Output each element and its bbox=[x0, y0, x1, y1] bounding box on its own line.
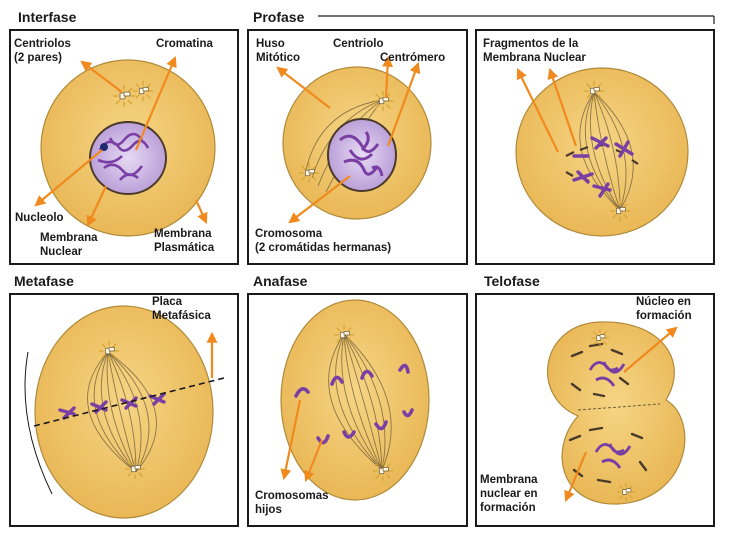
centriole-icon bbox=[298, 162, 320, 184]
cleavage-furrow bbox=[577, 403, 661, 411]
spindle-fibers bbox=[328, 333, 392, 471]
label-membrana-t: Membrana bbox=[480, 474, 538, 486]
centriole-icon bbox=[333, 324, 355, 346]
stage-title-telofase: Telofase bbox=[484, 273, 540, 289]
label-formacion: formación bbox=[480, 502, 536, 514]
panel-interfase: Centriolos (2 pares) Cromatina Nucleolo … bbox=[9, 29, 239, 265]
metaphase-plate-line bbox=[33, 377, 225, 427]
label-centromero: Centrómero bbox=[380, 52, 445, 64]
stage-title-interfase: Interfase bbox=[18, 9, 77, 25]
label-centriolos: Centriolos bbox=[14, 38, 71, 50]
label-cromosoma: Cromosoma bbox=[255, 228, 323, 240]
axis-bracket bbox=[24, 351, 53, 495]
cell-body bbox=[34, 305, 214, 519]
condensing-chromosomes bbox=[339, 131, 384, 177]
arrow-nucleo bbox=[623, 326, 678, 373]
label-nucleolo: Nucleolo bbox=[15, 212, 64, 224]
arrow-centriolos bbox=[80, 60, 123, 93]
stage-title-anafase: Anafase bbox=[253, 273, 308, 289]
panel-anafase: Cromosomas hijos bbox=[247, 293, 468, 527]
panel-telofase: Núcleo en formación Membrana nuclear en … bbox=[475, 293, 715, 527]
label-hijos: hijos bbox=[255, 504, 282, 516]
arrow-fragmentos bbox=[516, 68, 559, 153]
chromosomes bbox=[572, 136, 634, 198]
chromatin-threads bbox=[97, 132, 150, 181]
cell-body bbox=[515, 67, 689, 237]
label-membrana-nuclear-2: Nuclear bbox=[40, 246, 83, 258]
decondensing-chromatin bbox=[588, 361, 632, 469]
centriole-icon bbox=[590, 328, 610, 348]
panel-prometafase: Fragmentos de la Membrana Nuclear bbox=[475, 29, 715, 265]
label-membrana-nuclear-frag: Membrana Nuclear bbox=[483, 52, 586, 64]
dividing-cell-body bbox=[547, 321, 686, 505]
stage-title-metafase: Metafase bbox=[14, 273, 74, 289]
centriole-icon bbox=[132, 80, 154, 102]
chromosomes bbox=[58, 392, 166, 420]
arrow-huso bbox=[276, 66, 331, 109]
centriole-icon bbox=[609, 200, 631, 222]
label-cromatidas: (2 cromátidas hermanas) bbox=[255, 242, 391, 254]
centriole-icon bbox=[98, 340, 120, 362]
arrow-centriolo bbox=[382, 55, 394, 99]
arrow-membrana-plasmatica bbox=[194, 199, 208, 225]
label-huso-mitotico: Mitótico bbox=[256, 52, 300, 64]
label-metafasica: Metafásica bbox=[152, 310, 211, 322]
stage-title-profase: Profase bbox=[253, 9, 305, 25]
nuclear-membrane-fragments bbox=[565, 142, 639, 183]
panel-profase: Huso Mitótico Centriolo Centrómero Cromo… bbox=[247, 29, 468, 265]
label-nuclear-en: nuclear en bbox=[480, 488, 538, 500]
label-fragmentos: Fragmentos de la bbox=[483, 38, 579, 50]
arrow-nucleolo bbox=[34, 149, 103, 207]
arrow-cromosomas bbox=[280, 399, 302, 481]
arrow-cromosoma bbox=[288, 175, 351, 224]
daughter-chromosomes bbox=[294, 363, 414, 445]
centriole-icon bbox=[372, 460, 394, 482]
label-membrana-plasmatica-2: Plasmática bbox=[154, 242, 215, 254]
label-centriolos-pares: (2 pares) bbox=[14, 52, 62, 64]
label-membrana-nuclear: Membrana bbox=[40, 232, 98, 244]
label-cromatina: Cromatina bbox=[156, 38, 213, 50]
label-cromosomas: Cromosomas bbox=[255, 490, 329, 502]
nucleus bbox=[89, 121, 167, 195]
label-nucleo: Núcleo en bbox=[636, 296, 691, 308]
centriole-icon bbox=[124, 458, 146, 480]
label-nucleo-formacion: formación bbox=[636, 310, 692, 322]
arrow-membrana-formacion bbox=[564, 451, 588, 503]
nucleolus bbox=[100, 143, 108, 151]
arrow-cromatina bbox=[134, 55, 177, 151]
arrow-fragmentos-2 bbox=[547, 67, 578, 147]
arrow-membrana-nuclear bbox=[86, 185, 107, 227]
arrow-centromero bbox=[386, 61, 421, 147]
label-huso: Huso bbox=[256, 38, 285, 50]
panel-metafase: Placa Metafásica bbox=[9, 293, 239, 527]
label-membrana-plasmatica: Membrana bbox=[154, 228, 212, 240]
centriole-icon bbox=[616, 482, 636, 502]
centriole-icon bbox=[372, 90, 394, 112]
arrow-cromosomas-2 bbox=[304, 439, 324, 483]
label-placa: Placa bbox=[152, 296, 183, 308]
label-centriolo: Centriolo bbox=[333, 38, 383, 50]
centriole-icon bbox=[583, 80, 605, 102]
nucleus bbox=[327, 118, 397, 192]
